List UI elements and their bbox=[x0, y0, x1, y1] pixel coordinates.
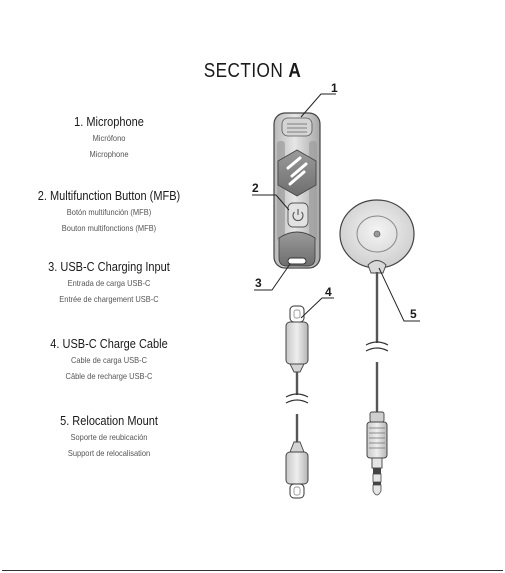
callout-number: 3 bbox=[255, 276, 262, 290]
callout-4: 4 bbox=[300, 285, 334, 319]
legend-name: 2. Multifunction Button (MFB) bbox=[37, 189, 181, 203]
legend-name: 4. USB-C Charge Cable bbox=[50, 337, 168, 351]
callout-number: 5 bbox=[410, 307, 417, 321]
legend-item-usbc-cable: 4. USB-C Charge Cable Cable de carga USB… bbox=[0, 337, 218, 384]
legend-name: 5. Relocation Mount bbox=[60, 414, 158, 428]
bottom-rule bbox=[2, 570, 503, 571]
legend-name: 1. Microphone bbox=[74, 115, 144, 129]
callout-number: 4 bbox=[325, 285, 332, 299]
legend-spanish: Soporte de reubicación bbox=[70, 432, 148, 442]
usbc-charge-cable bbox=[285, 305, 309, 499]
legend-spanish: Cable de carga USB-C bbox=[70, 355, 148, 365]
legend-spanish: Botón multifunción (MFB) bbox=[66, 207, 152, 217]
callout-2: 2 bbox=[252, 181, 290, 211]
legend-item-usbc-input: 3. USB-C Charging Input Entrada de carga… bbox=[0, 260, 218, 307]
aux-plug bbox=[366, 411, 388, 496]
section-letter: A bbox=[288, 60, 302, 82]
legend-spanish: Entrada de carga USB-C bbox=[67, 278, 151, 288]
callout-number: 1 bbox=[331, 81, 338, 95]
callout-1: 1 bbox=[300, 81, 338, 118]
legend-item-relocation-mount: 5. Relocation Mount Soporte de reubicaci… bbox=[0, 414, 218, 461]
callout-3: 3 bbox=[254, 263, 291, 291]
relocation-mount bbox=[339, 199, 415, 496]
legend-french: Bouton multifonctions (MFB) bbox=[61, 223, 157, 233]
callout-5: 5 bbox=[378, 267, 420, 322]
legend-french: Microphone bbox=[89, 149, 129, 159]
legend-spanish: Micrófono bbox=[92, 133, 126, 143]
legend-item-mfb: 2. Multifunction Button (MFB) Botón mult… bbox=[0, 189, 218, 236]
section-title: SECTION A bbox=[35, 60, 469, 83]
legend-french: Câble de recharge USB-C bbox=[65, 371, 153, 381]
legend-item-microphone: 1. Microphone Micrófono Microphone bbox=[0, 115, 218, 162]
section-prefix: SECTION bbox=[203, 60, 284, 82]
legend-french: Entrée de chargement USB-C bbox=[59, 294, 159, 304]
usbc-port bbox=[287, 257, 307, 265]
brand-logo-icon bbox=[277, 149, 317, 197]
callout-number: 2 bbox=[252, 181, 259, 195]
multifunction-button[interactable] bbox=[287, 202, 309, 228]
bluetooth-receiver bbox=[273, 112, 321, 269]
microphone-grille bbox=[281, 117, 313, 137]
legend-name: 3. USB-C Charging Input bbox=[48, 260, 170, 274]
legend-french: Support de relocalisation bbox=[67, 448, 151, 458]
power-icon bbox=[292, 209, 304, 222]
